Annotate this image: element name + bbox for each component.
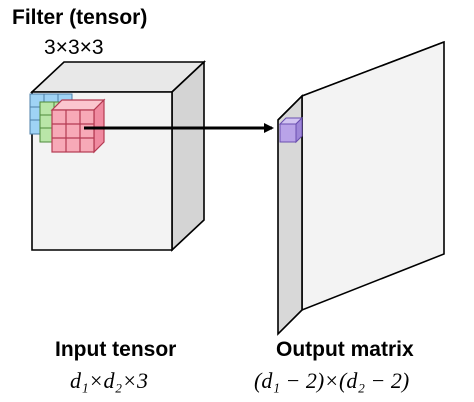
input-tensor-dims: d₁×d₂×3 [70,368,148,393]
output-cell [278,116,304,144]
output-matrix-dims: (d₁ − 2)×(d₂ − 2) [254,368,410,393]
input-tensor-title: Input tensor [55,338,177,361]
filter-title: Filter (tensor) [12,6,148,29]
output-matrix-front-face [301,40,445,312]
input-tensor-side-face [171,60,205,252]
filter-size: 3×3×3 [44,36,104,59]
input-tensor-slab [29,60,207,252]
output-matrix-slab [277,40,445,336]
output-matrix-left-face [277,94,303,336]
output-matrix-title: Output matrix [276,338,414,361]
filter-cube [29,93,106,154]
filter-layer-red [50,98,106,154]
